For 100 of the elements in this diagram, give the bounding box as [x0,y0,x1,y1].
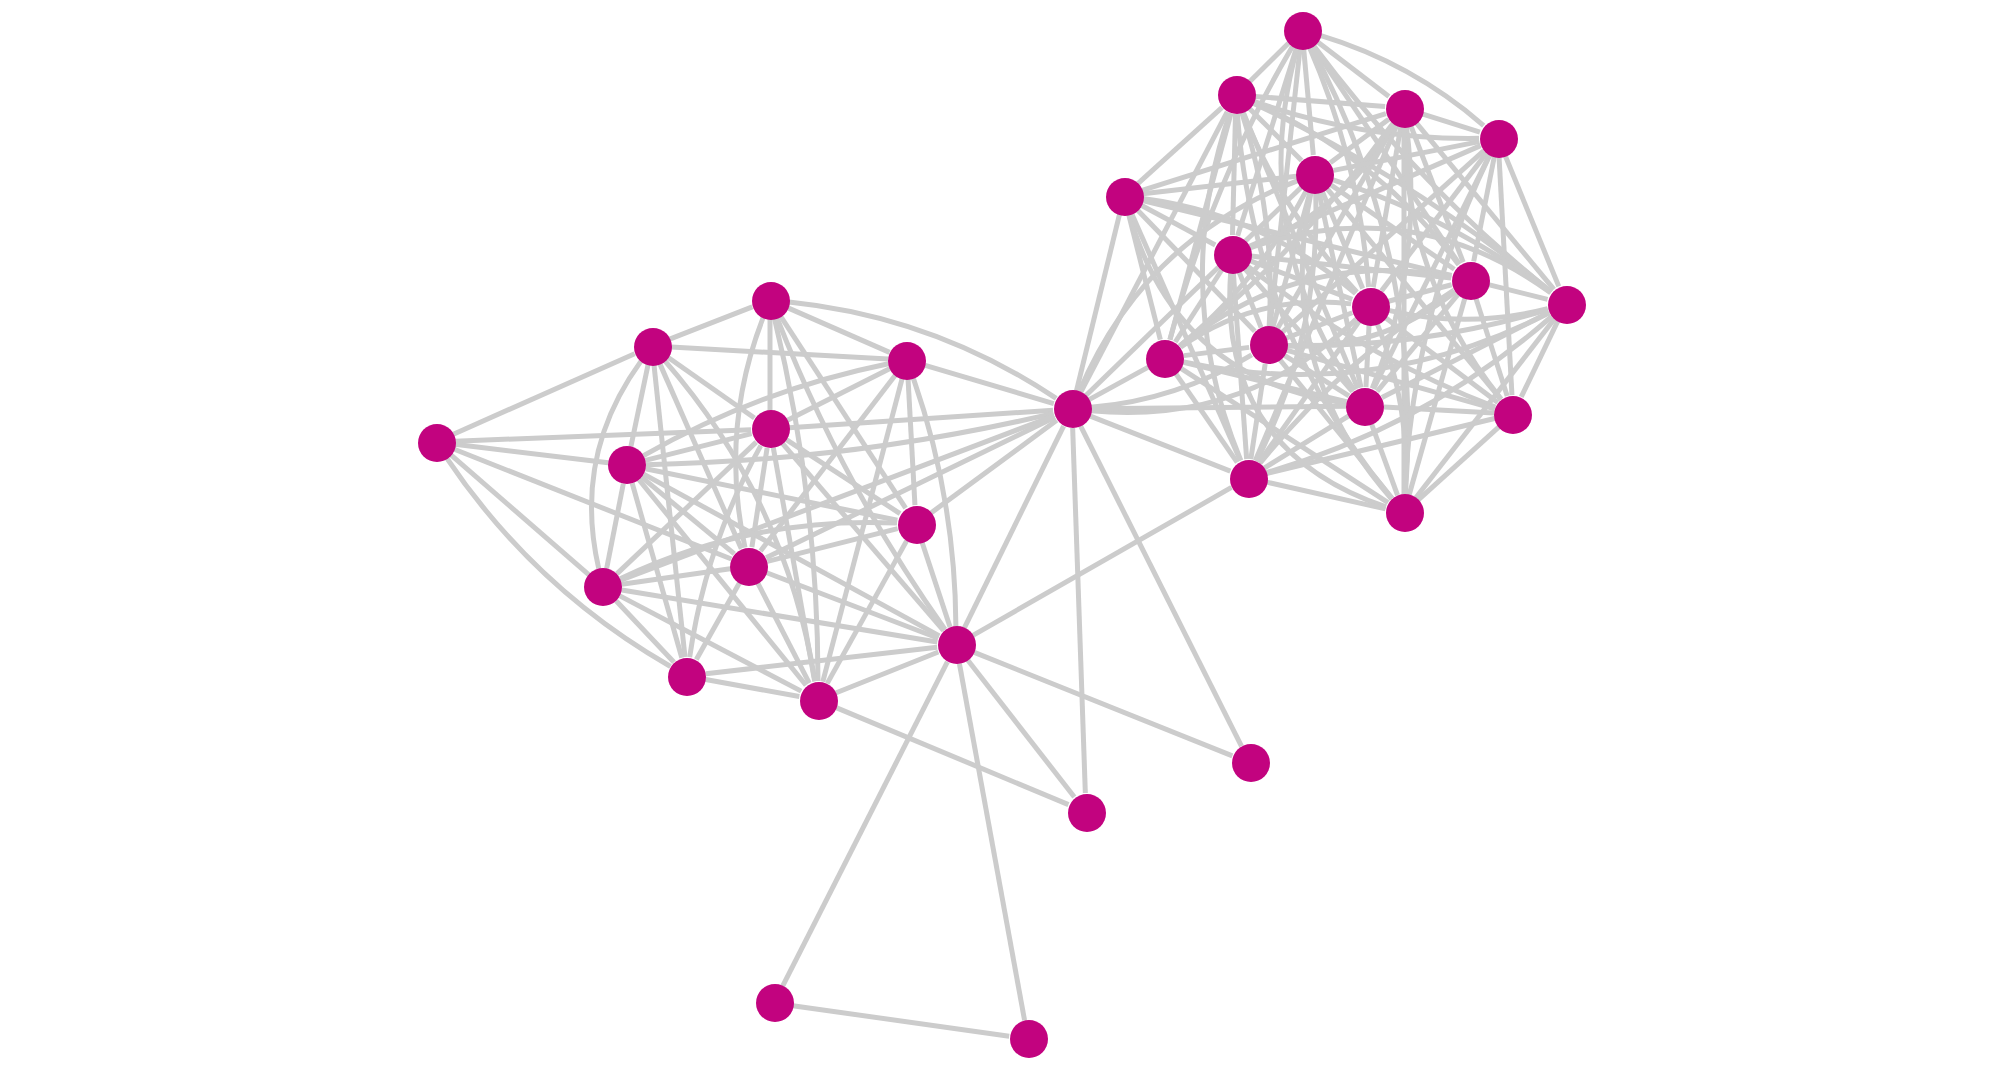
connector-line [687,444,763,658]
connector-line [765,415,1056,560]
connector-line [1406,297,1468,496]
connector-line [785,366,892,423]
connector-line [628,364,651,447]
connector-line [1315,39,1391,99]
network-node [888,341,926,379]
network-node [1451,261,1489,299]
connector-line [1235,47,1299,237]
connector-line [644,431,753,463]
connector-line [1316,192,1364,388]
connector-line [637,478,808,687]
connector-line [1301,48,1316,156]
connector-line [454,427,752,444]
network-node [1067,793,1105,831]
connector-line [788,407,1054,431]
connector-line [749,447,770,548]
connector-line [1329,182,1456,272]
connector-line [825,539,909,685]
network-node [1217,76,1255,114]
connector-line [1387,306,1549,322]
connector-line [1286,289,1457,349]
connector-line [1129,212,1243,462]
network-node [1385,494,1423,532]
connector-line [758,373,898,553]
connector-line [615,440,758,576]
connector-line [1230,272,1250,460]
connector-line [788,299,1058,401]
connector-line [1286,307,1549,349]
connector-line [1090,352,1253,410]
connector-line [1173,372,1240,464]
connector-line [1253,99,1479,141]
connector-line [1256,320,1362,464]
connector-line [774,316,948,631]
connector-line [1077,178,1299,393]
connector-line [618,593,803,694]
connector-line [1471,156,1497,262]
network-node [751,281,789,319]
connector-line [589,359,643,569]
network-node [633,327,671,365]
network-node [897,505,935,543]
connector-line [1248,143,1482,249]
network-node [1494,395,1532,433]
connector-line [1239,112,1273,327]
network-node [937,626,975,664]
network-node [755,984,793,1022]
network-node [1231,744,1269,782]
network-node [584,568,622,606]
connector-line [1414,121,1556,291]
connector-line [834,705,1070,807]
connector-line [1502,154,1562,288]
network-node [1296,155,1334,193]
connector-line [1370,126,1404,288]
connector-line [755,581,812,685]
connector-line [1126,213,1163,341]
network-node [1249,326,1287,364]
connector-line [1083,265,1221,398]
network-node [1146,339,1184,377]
connector-line [1183,344,1250,359]
connector-line [1266,479,1386,512]
connector-line [651,364,688,658]
connector-line [1258,288,1456,465]
connector-line [448,452,591,577]
connector-line [621,587,938,645]
network-node [799,681,837,719]
connector-line [1278,358,1394,500]
connector-line [452,446,733,562]
connector-line [1078,110,1230,394]
connector-line [1253,124,1399,462]
connector-line [645,410,1055,468]
connector-line [1265,314,1554,476]
connector-line [1519,320,1560,398]
connector-line [792,1003,1010,1039]
network-node [1283,11,1321,49]
connector-line [1249,225,1553,295]
connector-line [1230,113,1238,236]
connector-line [1179,299,1352,350]
connector-line [1369,126,1414,390]
connector-line [1375,293,1460,393]
connector-line [962,424,1066,630]
connector-line [1383,315,1500,405]
connector-line [1227,272,1387,510]
connector-line [780,441,946,633]
connector-line [629,482,685,659]
connector-line [1319,33,1486,128]
connector-line [971,485,1233,638]
connector-line [1179,366,1390,505]
connector-line [965,658,1077,799]
connector-line [786,305,891,355]
connector-line [642,361,889,458]
connector-line [1307,46,1372,288]
connector-line [668,304,754,342]
connector-line [1363,324,1372,388]
connector-line [1328,117,1391,165]
connector-line [1200,112,1244,462]
connector-line [924,363,1055,406]
connector-line [1087,364,1150,403]
connector-line [705,676,800,700]
network-node [417,423,455,461]
connector-line [619,413,1056,583]
